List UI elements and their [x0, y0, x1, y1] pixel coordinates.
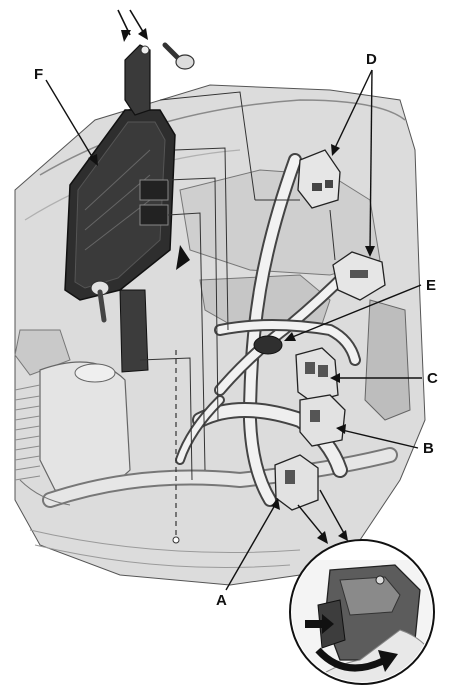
connector-d-upper [297, 149, 341, 209]
callout-f: F [34, 66, 43, 83]
connector-b [299, 394, 346, 447]
arrow-down-right-icon [117, 9, 148, 42]
bolt-top [140, 42, 195, 70]
callout-c: C [427, 370, 438, 387]
arrow-down-left-icon [176, 245, 190, 270]
bolt-lower [90, 280, 110, 323]
push-arrow-icon [305, 614, 334, 634]
callout-a: A [216, 592, 227, 609]
detail-inset [289, 539, 435, 685]
connector-c [295, 347, 339, 403]
callout-d: D [366, 51, 377, 68]
clip-e [253, 335, 283, 355]
guide-point [172, 536, 180, 544]
rotate-arrow-icon [315, 647, 398, 672]
connector-a [274, 454, 319, 511]
leader-lines [45, 69, 422, 591]
callout-b: B [423, 440, 434, 457]
routing-lines [139, 91, 336, 481]
leader-arrowheads [88, 144, 375, 544]
callout-e: E [426, 277, 436, 294]
connector-d-lower [332, 251, 386, 301]
